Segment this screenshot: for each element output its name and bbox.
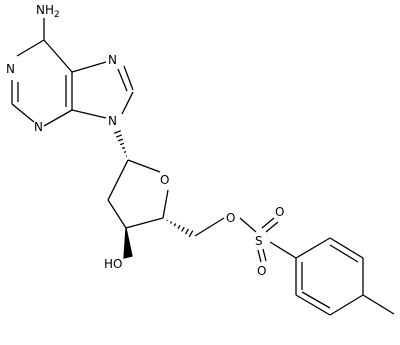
bond-a5-a6-double (302, 292, 330, 308)
glycosidic-bond-hash (114, 131, 121, 133)
bond-o-c1 (128, 160, 160, 172)
glycosidic-bond (114, 131, 127, 156)
label-n9: N (108, 114, 117, 128)
bond-c4-c5prime-hash (186, 229, 189, 234)
imidazole-ring (72, 62, 133, 118)
bond-c4-c5prime-hash (182, 227, 184, 231)
bond-c5prime-o (195, 218, 224, 236)
glycosidic-bond-hash (116, 135, 122, 137)
glycosidic-bond-hash (124, 152, 126, 153)
bond-c5-n7 (72, 62, 106, 72)
glycosidic-bond-hash (122, 147, 125, 148)
label-n7: N (108, 53, 117, 67)
bond-c4-c5prime-hash (171, 222, 172, 224)
bond-c4-c5prime-hash (189, 231, 192, 237)
bond-c4-c5prime-hash (174, 223, 175, 226)
pyrimidine-ring (12, 18, 72, 126)
bond-a1-a2 (296, 238, 330, 258)
bond-s-o-top (262, 218, 278, 232)
bond-c8-n9 (122, 92, 133, 114)
bond-c3-oh-wedge (124, 228, 132, 258)
bond-methyl (363, 295, 394, 314)
tolyl-ring (296, 238, 394, 315)
bond-c4-c5prime (167, 220, 193, 237)
label-sulfonyl-o-top: O (275, 205, 284, 219)
bond-c1-c2 (108, 160, 128, 200)
bond-c2-n3 (12, 104, 34, 122)
label-sulfonyl-o-bottom: O (257, 264, 266, 278)
bond-c4-o (163, 190, 168, 218)
label-n1: N (6, 62, 15, 76)
bond-o-s (240, 218, 256, 232)
bond-c5-c6 (44, 40, 72, 72)
bond-n3-c4 (44, 110, 72, 126)
bond-a2-a3-double (330, 245, 358, 262)
label-n3: N (34, 120, 43, 134)
bond-n7-c8-double (118, 69, 127, 91)
label-sulfur: S (255, 234, 263, 248)
bond-s-o-bottom (258, 249, 266, 262)
bond-c4-c5prime-hash (178, 225, 180, 228)
glycosidic-bond-hash (120, 143, 124, 144)
sugar-ring (108, 160, 168, 228)
label-ester-oxygen: O (226, 211, 235, 225)
bond-c3-c4 (126, 218, 163, 228)
bond-s-aryl (270, 242, 296, 258)
bond-c6-n1 (17, 40, 44, 56)
label-ring-oxygen: O (160, 173, 169, 187)
glycosidic-bond-hash (118, 139, 123, 141)
bond-n9-c4 (72, 110, 106, 118)
bond-a4-a5 (330, 295, 363, 315)
label-hydroxyl: HO (104, 257, 122, 271)
label-amine: NH2 (36, 3, 60, 20)
bond-c2-c3 (108, 200, 126, 228)
